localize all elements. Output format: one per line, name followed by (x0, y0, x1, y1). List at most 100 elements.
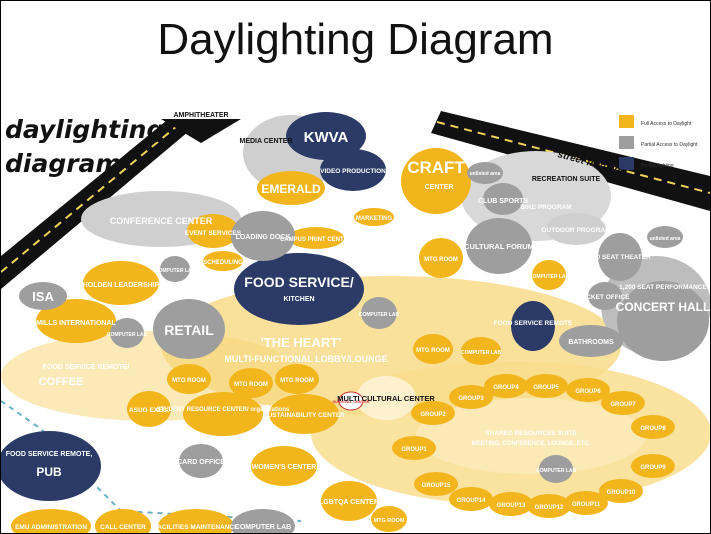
group-label: GROUP15 (422, 483, 451, 489)
group-label: GROUP13 (497, 503, 526, 509)
300-seat-theater-bubble (598, 233, 642, 281)
food-service-remote-label: FOOD SERVICE REMOTE (494, 320, 573, 327)
computer-lab-bubble (110, 318, 144, 348)
lgbtqa-bubble (321, 481, 377, 521)
mtg-room-label: MTG ROOM (416, 348, 450, 354)
retail-bubble (153, 299, 225, 359)
fs-remote-pub-label: FOOD SERVICE REMOTE, (6, 451, 93, 458)
mtg-room-label: MTG ROOM (234, 382, 268, 388)
recreation-suite-label: RECREATION SUITE (532, 176, 601, 183)
group-label: GROUP5 (533, 385, 559, 391)
isa-bubble (19, 282, 67, 310)
amphitheater-label: AMPHITHEATER (173, 112, 228, 119)
lgbtqa-label: LGBTQA CENTER (319, 499, 379, 506)
emerald-bubble (257, 171, 325, 205)
emu-admin-label: EMU ADMINISTRATION (15, 524, 87, 531)
mtg-room-label: MTG ROOM (172, 378, 206, 384)
unlisted-area-label: unlisted area (650, 236, 681, 242)
legend-swatch-none (619, 157, 634, 170)
survival-center-label: SURVIVAL CENTER (332, 399, 369, 404)
craft-center-label: CENTER (425, 184, 454, 191)
computer-lab-bubble (532, 260, 566, 290)
the-heart-label: 'THE HEART' (261, 335, 342, 350)
group-label: GROUP7 (610, 402, 636, 408)
loading-dock-label: LOADING DOCK (236, 234, 291, 241)
food-service-label: FOOD SERVICE/ (244, 274, 354, 290)
unlisted-area-label: unlisted area (470, 171, 501, 177)
unlisted-area-bubble (647, 226, 683, 248)
campus-print-label: CAMPUS PRINT CENTER (280, 237, 353, 243)
marketing-label: MARKETING (356, 216, 393, 222)
emerald-label: EMERALD (261, 182, 321, 196)
group-label: GROUP6 (575, 389, 601, 395)
scheduling-bubble (203, 251, 243, 271)
group-label: GROUP2 (420, 412, 446, 418)
ticket-office-bubble (588, 282, 622, 310)
kitchen-label: KITCHEN (283, 296, 314, 303)
holden-bubble (83, 261, 159, 305)
card-office-bubble (179, 444, 223, 478)
bathrooms-label: BATHROOMS (568, 339, 614, 346)
cultural-forum-bubble (466, 218, 532, 274)
retail-label: RETAIL (164, 322, 214, 338)
asuo-bubble (127, 391, 171, 427)
group-label: GROUP10 (607, 490, 636, 496)
300-seat-label: 300 SEAT THEATER (589, 254, 651, 261)
legend-swatch-full (619, 115, 634, 128)
call-center-label: CALL CENTER (100, 524, 146, 531)
mtg-room-label: MTG ROOM (374, 518, 405, 524)
multicultural-label: MULTI CULTURAL CENTER (337, 394, 435, 403)
pub-label: PUB (36, 465, 62, 479)
pub-bubble (1, 431, 101, 501)
computer-lab-label: COMPUTER LAB (359, 312, 400, 318)
womens-label: WOMEN'S CENTER (252, 464, 317, 471)
facilities-bubble (158, 509, 234, 533)
video-production-bubble (320, 149, 386, 191)
mtg-room-bubble (167, 364, 211, 394)
womens-bubble (251, 446, 317, 486)
ticket-office-label: TICKET OFFICE (580, 294, 630, 301)
computer-lab-bubble (361, 297, 397, 329)
cultural-forum-label: CULTURAL FORUM (464, 242, 534, 251)
shared-resources-suite (416, 398, 646, 474)
computer-lab-label: COMPUTER LAB (461, 350, 502, 356)
event-services-bubble (187, 214, 239, 248)
craft-bubble (401, 148, 471, 214)
holden-label: HOLDEN LEADERSHIP (83, 282, 160, 289)
computer-lab-2-label: COMPUTER LAB (235, 524, 291, 531)
media-center-label: MEDIA CENTER (239, 138, 292, 145)
survival-center-bubble (338, 391, 364, 411)
group-label: GROUP9 (640, 465, 666, 471)
club-sports-bubble (483, 183, 523, 215)
group-bubbles (392, 374, 675, 518)
group-label: GROUP12 (535, 505, 564, 511)
mtg-room-bubble (229, 368, 273, 398)
computer-lab-label: COMPUTER LAB (155, 268, 196, 274)
concert-hall-label: CONCERT HALL (616, 300, 710, 314)
call-center-bubble (95, 509, 151, 533)
computer-lab-bubble (231, 509, 295, 533)
mills-bubble (36, 299, 116, 343)
legend-swatch-partial (619, 136, 634, 149)
computer-lab-label: COMPUTER LAB (536, 468, 577, 474)
concert-hall-bubble (617, 281, 709, 361)
mtg-room-bubble (413, 334, 453, 364)
loading-dock-bubble (231, 211, 295, 261)
group-label: GROUP4 (493, 385, 519, 391)
unlisted-area-bubble (467, 162, 503, 184)
group-label: GROUP3 (458, 396, 484, 402)
shared-resources-label: SHARED RESOURCES SUITE (485, 430, 577, 437)
mtg-room-bubble (275, 364, 319, 394)
conference-center-label: CONFERENCE CENTER (110, 216, 213, 226)
mtg-room-bubble (419, 238, 463, 278)
mills-label: MILLS INTERNATIONAL (36, 320, 116, 327)
campus-print-bubble (288, 227, 344, 249)
group-label: GROUP11 (572, 502, 601, 508)
mtg-room-label: MTG ROOM (280, 378, 314, 384)
slide-title: Daylighting Diagram (157, 15, 554, 64)
computer-lab-label: COMPUTER LAB (529, 274, 570, 280)
facilities-label: FACILITIES MAINTENANCE (154, 524, 240, 531)
legend-label-partial: Partial Access to Daylight (641, 142, 698, 148)
computer-lab-label: COMPUTER LAB (107, 332, 148, 338)
